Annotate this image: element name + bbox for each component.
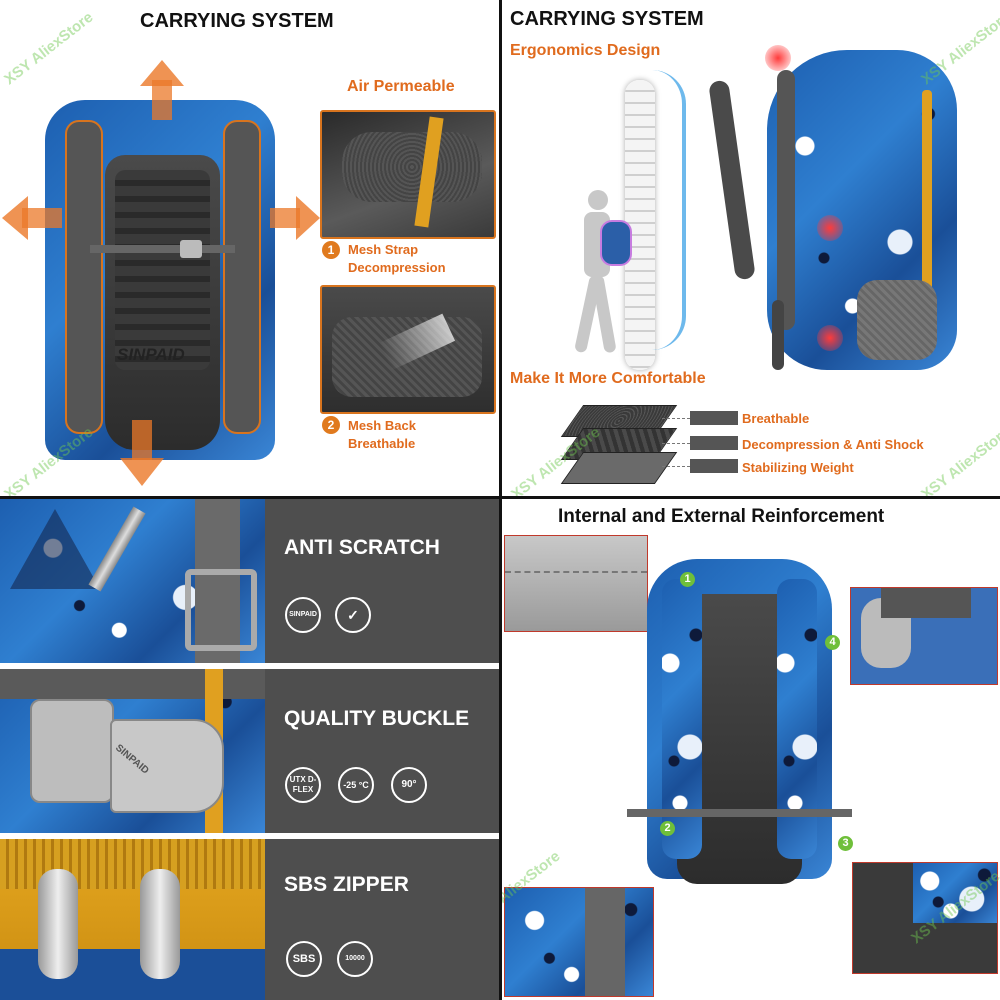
utx-dflex-icon: UTX D-FLEX (285, 767, 321, 803)
feature-sbs-zipper-title: SBS ZIPPER (284, 873, 409, 896)
reinforcement-closeup-top-left (504, 535, 648, 632)
marker-4: 4 (825, 635, 840, 650)
quality-buckle-photo: SINPAID (0, 669, 265, 833)
backpack-front-image (627, 559, 852, 889)
q1-subtitle: Air Permeable (347, 78, 455, 95)
walking-figure (570, 190, 632, 355)
layer-connector-2 (662, 443, 690, 444)
anti-scratch-photo (0, 499, 265, 663)
legend-label-breathable: Breathable (742, 411, 810, 426)
marker-3: 3 (838, 836, 853, 851)
row-separator-1 (0, 663, 499, 669)
legend-bar-3 (690, 459, 738, 473)
mesh-back-closeup (320, 285, 496, 414)
panel-features: SINPAID ANTI SCRATCH SINPAID ✓ QUALITY B… (0, 499, 499, 1000)
cold-resistant-icon: -25 °C (338, 767, 374, 803)
airflow-arrow-up (152, 80, 172, 120)
sinpaid-icon: SINPAID (285, 597, 321, 633)
cycles-10000-icon: 10000 (337, 941, 373, 977)
row-separator-2 (0, 833, 499, 839)
back-panel-logo: SINPAID (117, 345, 185, 364)
airflow-arrow-up-head (140, 60, 184, 86)
mesh-strap-closeup (320, 110, 496, 239)
airflow-arrow-left (22, 208, 62, 228)
feature-1-line2: Decompression (348, 260, 446, 275)
sbs-zipper-photo (0, 839, 265, 1000)
feature-quality-buckle-title: QUALITY BUCKLE (284, 707, 470, 730)
divider-vertical (499, 0, 502, 1000)
reinforcement-closeup-bottom-right (852, 862, 998, 974)
legend-bar-2 (690, 436, 738, 450)
legend-bar-1 (690, 411, 738, 425)
marker-2: 2 (660, 821, 675, 836)
airflow-arrow-down (132, 420, 152, 460)
legend-label-stabilizing: Stabilizing Weight (742, 460, 854, 475)
divider-horizontal (0, 496, 1000, 499)
feature-badge-1: 1 (322, 241, 340, 259)
feature-badge-2: 2 (322, 416, 340, 434)
layer-connector-3 (662, 466, 690, 467)
legend-label-decompression: Decompression & Anti Shock (742, 437, 924, 452)
airflow-arrow-right (270, 208, 300, 228)
scratch-resistant-icon: ✓ (335, 597, 371, 633)
airflow-arrow-left-head (2, 196, 28, 240)
q4-title: Internal and External Reinforcement (558, 506, 885, 527)
feature-2-line1: Mesh Back (348, 418, 416, 433)
comfort-heading: Make It More Comfortable (510, 370, 706, 387)
watermark: XSY AliexStore (918, 423, 1000, 496)
panel-reinforcement: Internal and External Reinforcement 1 2 … (502, 499, 1000, 1000)
layer-stabilizing (560, 452, 678, 484)
feature-1-line1: Mesh Strap (348, 242, 419, 257)
airflow-arrow-down-head (120, 458, 164, 486)
sbs-icon: SBS (286, 941, 322, 977)
reinforcement-closeup-top-right (850, 587, 998, 685)
layer-connector-1 (662, 418, 690, 419)
q1-title: CARRYING SYSTEM (140, 10, 334, 32)
panel-carrying-system-ergonomics: CARRYING SYSTEM Ergonomics Design Make I… (502, 0, 1000, 496)
airflow-arrow-right-head (296, 196, 320, 240)
marker-1: 1 (680, 572, 695, 587)
feature-2-line2: Breathable (348, 436, 416, 451)
watermark: XSY AliexStore (1, 8, 97, 89)
feature-anti-scratch-title: ANTI SCRATCH (284, 536, 440, 559)
angle-90-icon: 90° (391, 767, 427, 803)
q2-title: CARRYING SYSTEM (510, 8, 704, 30)
backpack-side-image (708, 40, 967, 380)
backpack-back-image: SINPAID (45, 100, 275, 470)
q2-subtitle: Ergonomics Design (510, 42, 661, 59)
panel-carrying-system-back: CARRYING SYSTEM SINPAID Air Permeable 1 … (0, 0, 499, 496)
spine-curve (652, 70, 686, 350)
reinforcement-closeup-bottom-left (504, 887, 654, 997)
